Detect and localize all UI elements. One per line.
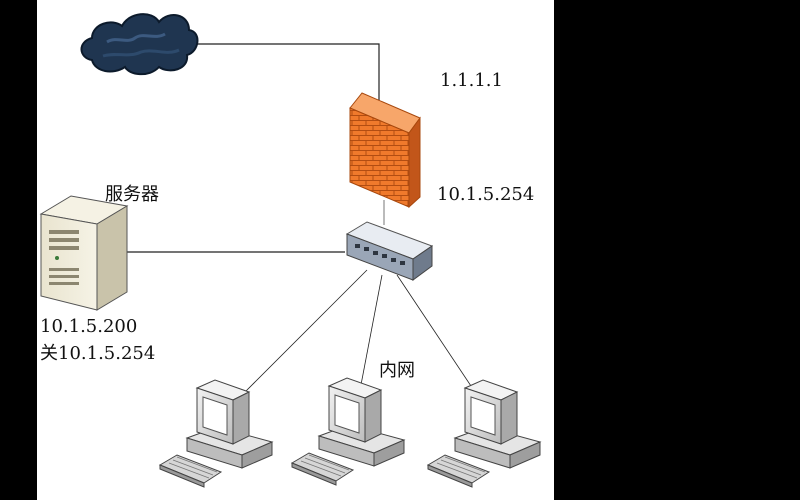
server-ip-label: 10.1.5.200 bbox=[40, 316, 138, 337]
switch-pc3-link bbox=[396, 274, 476, 393]
firewall-icon bbox=[349, 92, 421, 209]
computer-icon bbox=[427, 379, 541, 488]
computer-icon bbox=[158, 379, 274, 488]
server-icon bbox=[39, 195, 129, 311]
computer-icon bbox=[291, 377, 405, 486]
switch-pc1-link bbox=[241, 269, 368, 396]
network-diagram: 1.1.1.1 10.1.5.254 服务器 10.1.5.200 关10.1.… bbox=[37, 0, 554, 500]
diagram-svg bbox=[39, 13, 541, 488]
connection-lines bbox=[127, 43, 476, 396]
wan-link bbox=[187, 43, 380, 100]
server-gateway-label: 关10.1.5.254 bbox=[40, 343, 156, 364]
switch-pc2-link bbox=[359, 274, 383, 391]
firewall-lan-ip-label: 10.1.5.254 bbox=[437, 184, 535, 205]
wan-ip-label: 1.1.1.1 bbox=[440, 70, 503, 91]
cloud-icon bbox=[80, 13, 199, 76]
lan-label: 内网 bbox=[379, 360, 415, 381]
server-title-label: 服务器 bbox=[105, 184, 159, 205]
switch-icon bbox=[345, 221, 434, 281]
